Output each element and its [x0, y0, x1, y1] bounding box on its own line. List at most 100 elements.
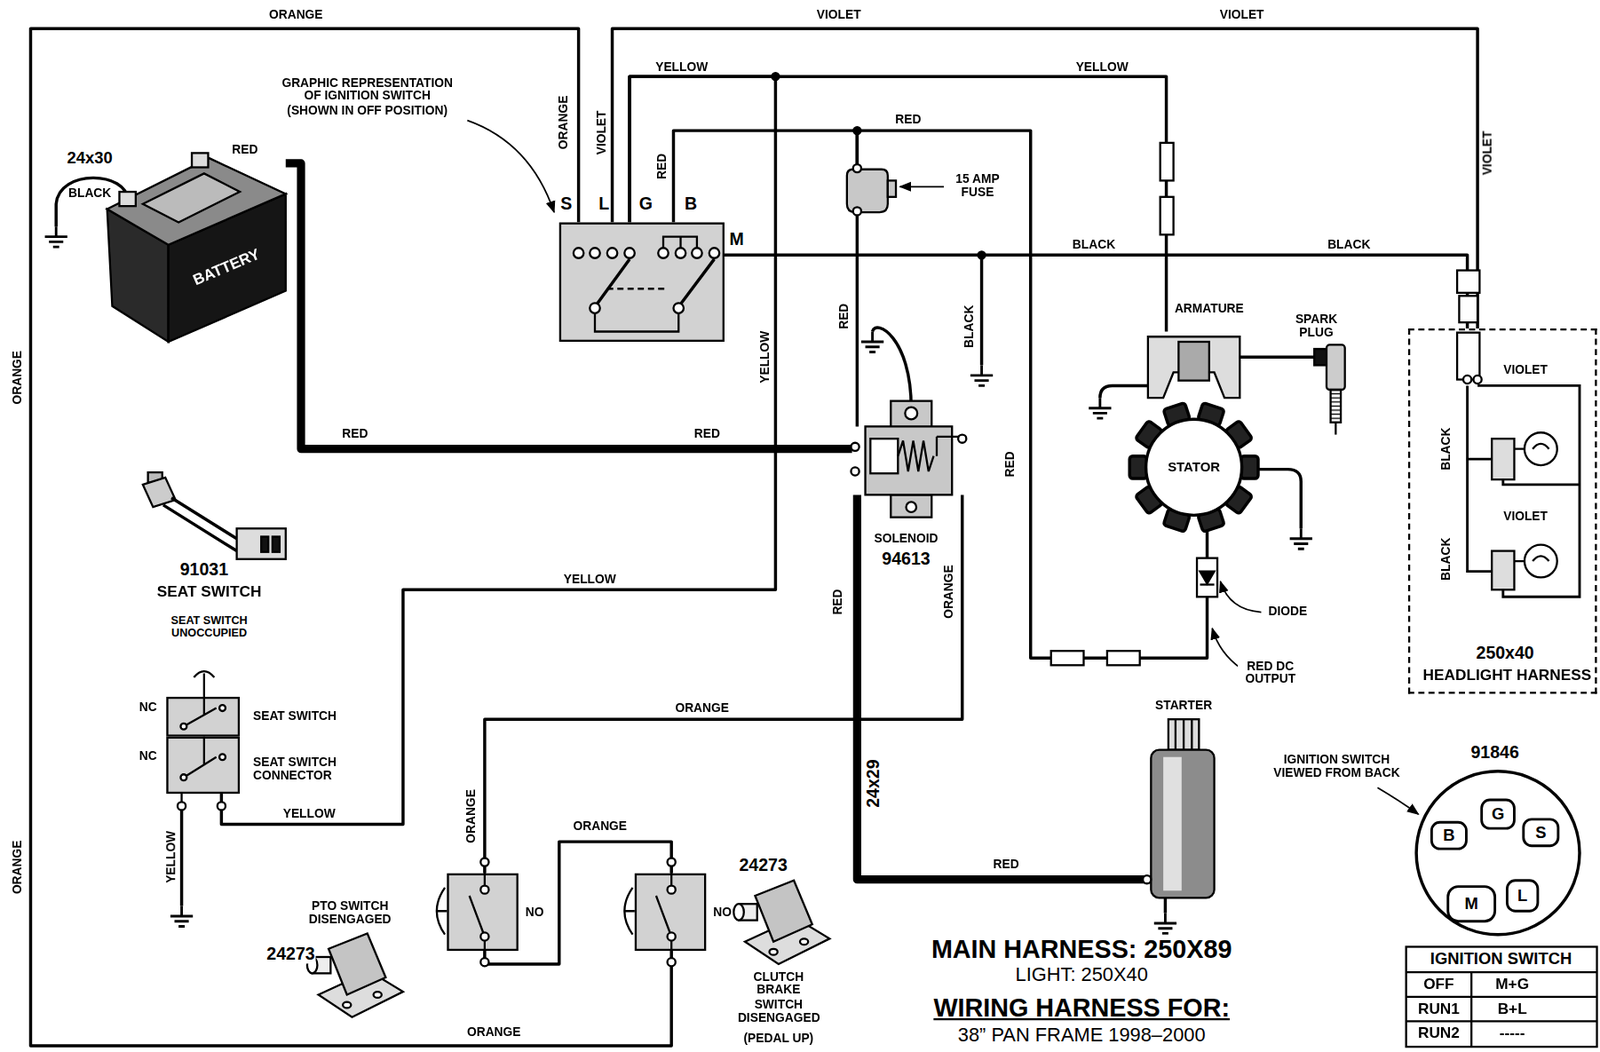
wire-color: BLACK — [962, 303, 976, 349]
starter-picture — [1163, 757, 1182, 892]
ignition-switch-contacts — [709, 247, 720, 258]
wire-color: RED — [831, 587, 846, 616]
table-grid — [1406, 946, 1598, 1047]
ignition-switch-contacts — [596, 259, 714, 305]
wire — [673, 130, 857, 222]
ignition-switch-back: BGSML — [1416, 771, 1580, 935]
part-name: SPARK PLUG — [1290, 312, 1344, 341]
table-cell: B+L — [1496, 1000, 1528, 1018]
headlight-bulb — [1491, 438, 1514, 480]
spark-plug-picture — [1314, 344, 1345, 435]
node-text: ARMATURE — [1173, 301, 1245, 316]
seat-switch-contacts — [180, 774, 187, 781]
ignition-switch-contacts — [657, 247, 668, 258]
seat-switch-contacts — [177, 697, 226, 811]
node-text: NC — [138, 750, 159, 764]
part-number: 24273 — [265, 944, 317, 965]
ignition-switch-contacts — [573, 247, 584, 258]
solenoid-picture — [890, 401, 932, 429]
table-cell: M+G — [1494, 975, 1530, 993]
solenoid-picture — [904, 407, 918, 420]
node-text: NC — [138, 701, 159, 715]
ignition-switch-back — [1506, 880, 1537, 911]
wire-color: ORANGE — [268, 8, 325, 23]
node-text: M — [1463, 895, 1480, 914]
wire — [724, 254, 1468, 329]
wire-connector — [1160, 142, 1174, 182]
seat-switch-contacts — [219, 753, 226, 761]
wire-connector — [1051, 142, 1482, 666]
node-text: 15 AMP FUSE — [944, 173, 1011, 201]
wire-connector — [1051, 650, 1085, 666]
wire-color: YELLOW — [1075, 60, 1130, 74]
wire-color: ORANGE — [11, 839, 25, 896]
battery-picture — [118, 191, 135, 206]
wire — [856, 494, 1151, 880]
headlight-bulb — [1491, 551, 1514, 591]
ground-symbol — [970, 364, 993, 386]
diode-symbol — [1196, 558, 1218, 598]
headlight-wiring — [1477, 385, 1580, 597]
armature-picture — [1148, 336, 1240, 398]
stator-picture — [1129, 456, 1148, 479]
switch-actuator — [193, 671, 643, 935]
wire — [30, 28, 672, 1046]
wire-color: RED — [991, 858, 1020, 872]
solenoid-picture — [897, 440, 934, 471]
clutch-switch-contacts — [667, 958, 676, 967]
wire-color: ORANGE — [942, 563, 956, 620]
starter-picture — [1142, 875, 1151, 884]
diode-symbol — [1199, 571, 1214, 585]
starter-picture — [1168, 719, 1199, 750]
node-text: 250x40 — [1474, 643, 1535, 664]
wire-color: VIOLET — [1502, 363, 1549, 377]
seat-switch-contacts — [219, 704, 226, 712]
fuse-picture — [887, 180, 896, 197]
headlight-bulb — [1491, 432, 1558, 590]
fuse-picture — [847, 164, 896, 215]
ignition-switch-contacts — [573, 237, 720, 333]
part-name: PTO SWITCH DISENGAGED — [302, 899, 397, 927]
armature: ARMATURE — [1148, 331, 1240, 398]
ground-symbol — [1088, 397, 1111, 419]
wire-connector — [1457, 332, 1480, 381]
pto-switch-picture — [342, 1002, 351, 1009]
solenoid: SOLENOID94613 — [852, 426, 970, 495]
ground-wire — [55, 177, 1316, 913]
ground-symbol — [1154, 913, 1177, 935]
starter-picture — [1150, 750, 1214, 899]
seat-switch-contacts — [217, 801, 226, 810]
wire-color: VIOLET — [815, 8, 863, 23]
ground-wire — [180, 806, 183, 907]
seat-switch-contacts — [177, 801, 186, 810]
ignition-switch-back — [1416, 771, 1580, 935]
wire-color: ORANGE — [466, 1025, 523, 1039]
part-number: 24x29 — [863, 758, 884, 809]
leader-line — [1377, 787, 1418, 815]
wire — [484, 494, 963, 873]
ignition-switch-contacts — [673, 302, 683, 313]
junction-dot — [976, 250, 986, 260]
seat-switch-picture — [237, 528, 286, 559]
wire-color: VIOLET — [1219, 8, 1266, 23]
node-text: B — [1441, 826, 1457, 846]
solenoid-picture — [906, 501, 917, 512]
seat-switch-picture — [261, 536, 269, 552]
battery-picture — [107, 158, 286, 246]
fuse-picture — [853, 164, 862, 173]
node-text: BATTERY — [190, 245, 264, 290]
seat-switch-contacts — [182, 793, 222, 802]
pto-switch-contacts — [469, 865, 485, 958]
seat-switch-picture — [142, 477, 176, 507]
junction-dot — [852, 126, 862, 135]
wire-color: BLACK — [1071, 237, 1117, 252]
stator-picture — [1129, 403, 1259, 533]
table-cell: RUN1 — [1417, 1000, 1461, 1018]
node-text: SOLENOID — [872, 531, 939, 546]
table-header: IGNITION SWITCH — [1429, 950, 1574, 969]
battery-picture — [142, 173, 240, 222]
part-number: 24x30 — [65, 149, 113, 168]
table-cell: RUN2 — [1417, 1025, 1461, 1043]
harness-subtitle: LIGHT: 250X40 — [1013, 963, 1149, 985]
part-number: 91031 — [179, 559, 230, 579]
